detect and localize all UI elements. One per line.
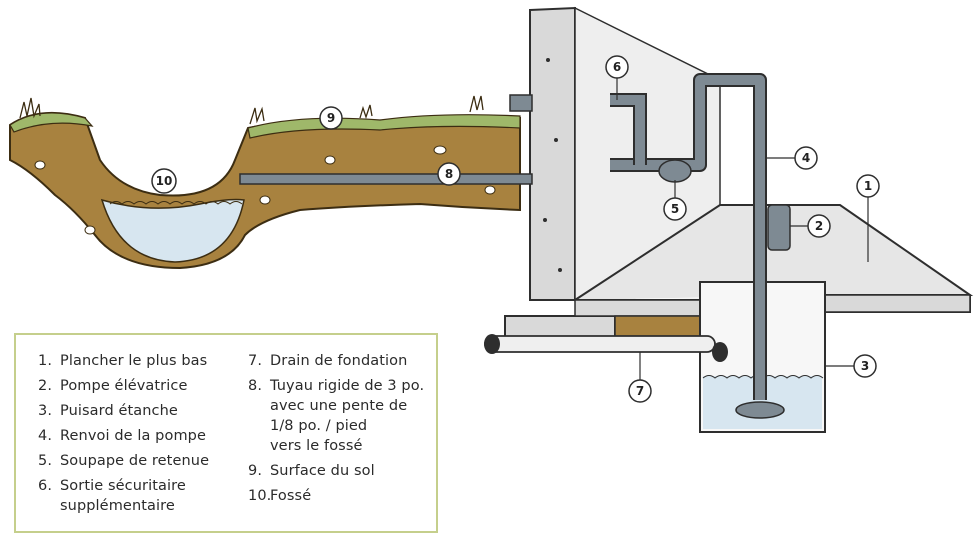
outlet-pipe <box>239 173 533 185</box>
legend-item: 8. Tuyau rigide de 3 po. avec une pente d… <box>248 376 428 456</box>
legend-num: 7. <box>248 353 263 369</box>
callout-10-label: 10 <box>156 174 173 188</box>
callout-2 <box>807 214 831 238</box>
callout-7-label: 7 <box>636 384 644 398</box>
callout-9 <box>319 106 343 130</box>
callout-3-label: 3 <box>861 359 869 373</box>
legend-box: 1. Plancher le plus bas 2. Pompe élévatric… <box>14 333 438 533</box>
callout-4 <box>794 146 818 170</box>
legend-text: Fossé <box>270 488 312 504</box>
legend-text: Surface du sol <box>270 463 375 479</box>
callout-2-label: 2 <box>815 219 823 233</box>
ditch-water <box>100 198 245 263</box>
callout-5-label: 5 <box>671 202 679 216</box>
callout-9-label: 9 <box>327 111 335 125</box>
legend-num: 2. <box>38 378 53 394</box>
legend-item: 7. Drain de fondation <box>248 351 428 371</box>
legend-num: 3. <box>38 403 53 419</box>
callout-1-label: 1 <box>864 179 872 193</box>
legend-item: 10.Fossé <box>248 486 428 506</box>
sump-pit <box>699 281 826 433</box>
discharge-pipe <box>610 73 791 419</box>
legend-text: Pompe élévatrice <box>60 378 188 394</box>
legend-item: 1. Plancher le plus bas <box>38 351 248 371</box>
callout-4-label: 4 <box>802 151 810 165</box>
legend-num: 6. <box>38 478 53 494</box>
foundation-drain <box>484 334 728 362</box>
callout-6-label: 6 <box>613 60 621 74</box>
legend-text: Renvoi de la pompe <box>60 428 207 444</box>
legend-item: 3. Puisard étanche <box>38 401 248 421</box>
callout-10 <box>151 168 177 194</box>
callout-markers: 1 2 3 4 5 6 7 8 9 10 <box>151 55 880 403</box>
legend-num: 5. <box>38 453 53 469</box>
legend-column-2: 7. Drain de fondation 8. Tuyau rigide de 3… <box>248 351 428 511</box>
legend-text: Tuyau rigide de 3 po. avec une pente de … <box>270 378 425 454</box>
legend-item: 2. Pompe élévatrice <box>38 376 248 396</box>
legend-column-1: 1. Plancher le plus bas 2. Pompe élévatric… <box>38 351 248 521</box>
callout-3 <box>853 354 877 378</box>
legend-text: Drain de fondation <box>270 353 408 369</box>
legend-item: 4. Renvoi de la pompe <box>38 426 248 446</box>
legend-text: Plancher le plus bas <box>60 353 208 369</box>
legend-num: 10. <box>248 488 272 504</box>
wall-outlet <box>509 94 533 112</box>
legend-num: 1. <box>38 353 53 369</box>
callout-5 <box>663 197 687 221</box>
legend-item: 9. Surface du sol <box>248 461 428 481</box>
callout-8-label: 8 <box>445 167 453 181</box>
legend-num: 8. <box>248 378 263 394</box>
legend-num: 9. <box>248 463 263 479</box>
legend-text: Puisard étanche <box>60 403 178 419</box>
callout-1 <box>856 174 880 198</box>
legend-item: 6. Sortie sécuritaire supplémentaire <box>38 476 248 516</box>
legend-num: 4. <box>38 428 53 444</box>
foundation-wall <box>504 6 721 347</box>
legend-text: Sortie sécuritaire supplémentaire <box>60 478 186 514</box>
callout-6 <box>605 55 629 79</box>
callout-7 <box>628 379 652 403</box>
legend-text: Soupape de retenue <box>60 453 210 469</box>
callout-8 <box>437 162 461 186</box>
legend-item: 5. Soupape de retenue <box>38 451 248 471</box>
